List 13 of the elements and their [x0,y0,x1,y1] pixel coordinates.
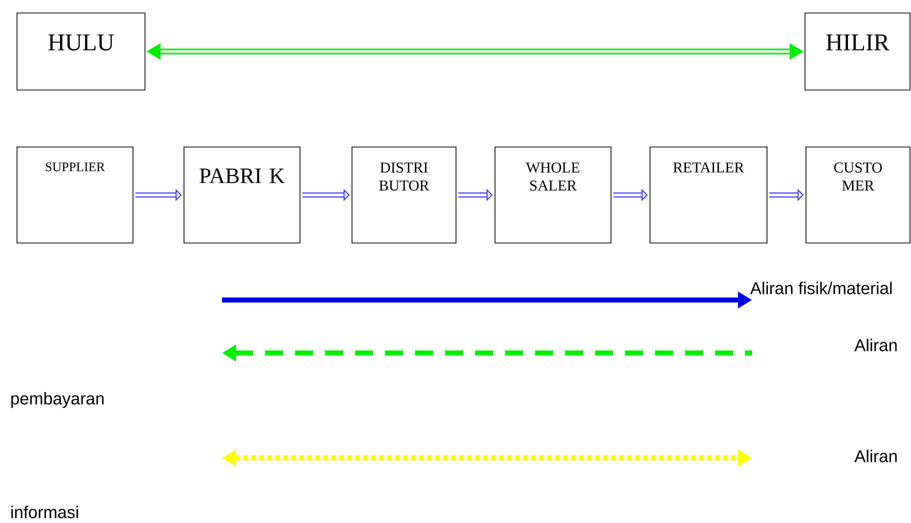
process-box: PABRI K [184,146,300,244]
process-box: WHOLE SALER [494,146,612,244]
flow-label: informasi [11,506,78,518]
flow-label: Aliran [854,450,897,462]
flow-label: Aliran [854,338,897,352]
process-box: CUSTO MER [806,146,910,244]
flow-label: Aliran fisik/material [750,282,892,294]
flow-label: pembayaran [11,392,104,408]
process-box: HILIR [804,12,910,90]
process-box: HULU [16,12,146,90]
process-box: DISTRI BUTOR [352,146,456,244]
process-box: SUPPLIER [16,146,134,244]
process-box: RETAILER [650,146,768,244]
